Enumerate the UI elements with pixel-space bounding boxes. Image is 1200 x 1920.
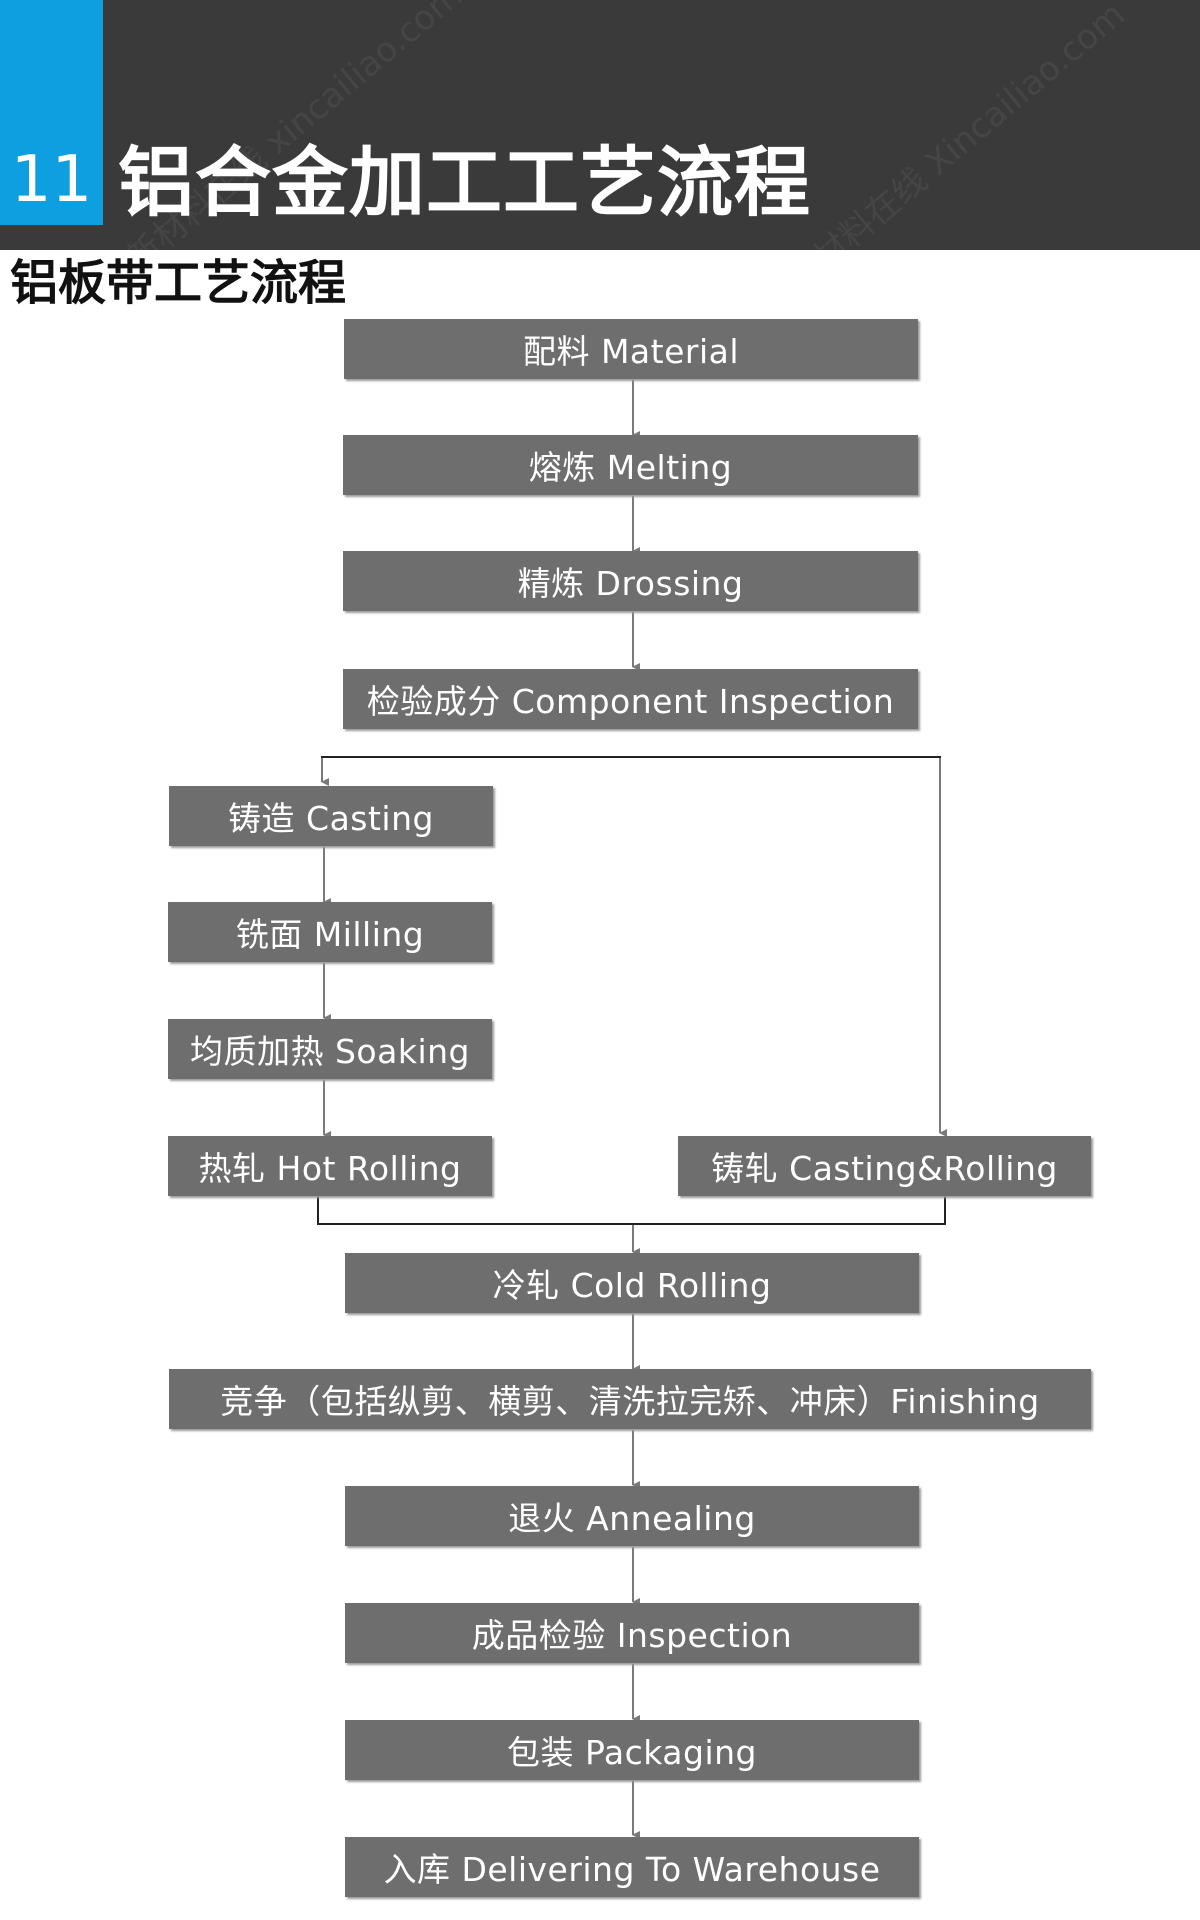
step-inspection: 成品检验 Inspection <box>345 1603 919 1663</box>
step-annealing: 退火 Annealing <box>345 1486 919 1546</box>
step-soaking: 均质加热 Soaking <box>168 1019 492 1079</box>
step-finishing: 竞争（包括纵剪、横剪、清洗拉完矫、冲床）Finishing <box>169 1369 1091 1429</box>
split-line <box>321 756 941 758</box>
section-subtitle: 铝板带工艺流程 <box>10 255 347 311</box>
page-title: 铝合金加工工艺流程 <box>118 138 811 227</box>
step-melting: 熔炼 Melting <box>343 435 918 495</box>
step-casting-rolling: 铸轧 Casting&Rolling <box>678 1136 1091 1196</box>
step-delivering-to-warehouse: 入库 Delivering To Warehouse <box>345 1837 919 1897</box>
header-bar: 新材料在线 xincailiao.com 新材料在线 Xincailiao.co… <box>0 0 1200 300</box>
section-number-badge: 11 <box>0 0 103 225</box>
step-casting: 铸造 Casting <box>169 786 493 846</box>
merge-line <box>317 1195 946 1225</box>
section-number: 11 <box>10 143 93 217</box>
step-component-inspection: 检验成分 Component Inspection <box>343 669 918 729</box>
step-drossing: 精炼 Drossing <box>343 551 918 611</box>
step-hot-rolling: 热轧 Hot Rolling <box>168 1136 492 1196</box>
step-milling: 铣面 Milling <box>168 902 492 962</box>
step-packaging: 包装 Packaging <box>345 1720 919 1780</box>
step-cold-rolling: 冷轧 Cold Rolling <box>345 1253 919 1313</box>
step-material: 配料 Material <box>344 319 918 379</box>
